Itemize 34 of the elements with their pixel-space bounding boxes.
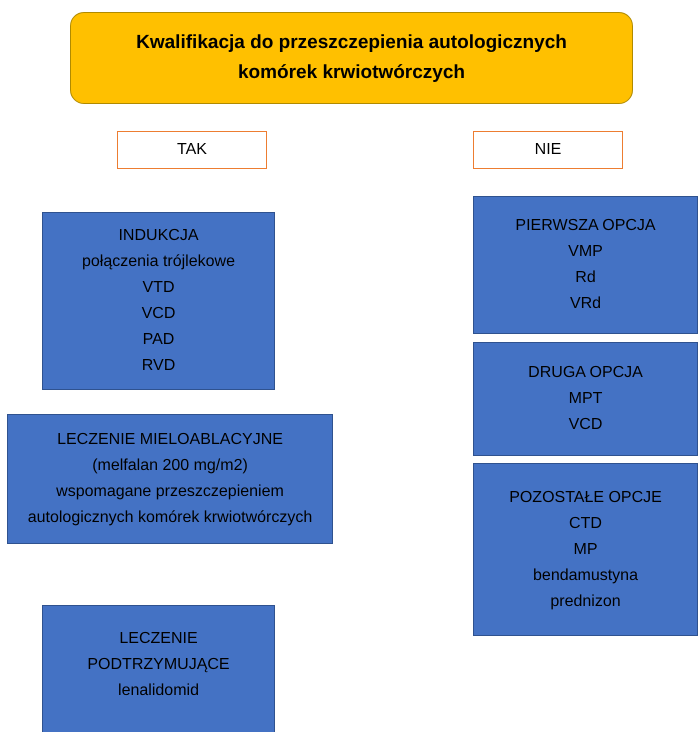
box-text: prednizon xyxy=(550,592,621,612)
box-heading: PIERWSZA OPCJA xyxy=(515,216,656,236)
title-text: Kwalifikacja do przeszczepienia autologicznych komórek krwiotwórczych xyxy=(135,31,568,85)
box-text: VTD xyxy=(142,278,174,298)
treatment-box xyxy=(473,342,698,456)
treatment-box xyxy=(473,196,698,334)
category-box xyxy=(117,131,267,169)
treatment-box xyxy=(42,212,275,390)
box-text: połączenia trójlekowe xyxy=(82,252,235,272)
box-text: VRd xyxy=(570,294,602,314)
box-text: VMP xyxy=(568,242,603,262)
box-text: MP xyxy=(574,540,598,560)
box-text: RVD xyxy=(142,356,176,376)
box-heading: INDUKCJA xyxy=(118,226,198,246)
category-label: TAK xyxy=(177,141,207,159)
box-text: (melfalan 200 mg/m2) xyxy=(92,456,248,476)
treatment-box xyxy=(7,414,333,544)
box-text: bendamustyna xyxy=(533,566,638,586)
category-box xyxy=(473,131,623,169)
box-text: PAD xyxy=(142,330,174,350)
box-text: wspomagane przeszczepieniem autologicznych komórek krwiotwórczych xyxy=(26,482,314,528)
box-text: Rd xyxy=(575,268,596,288)
category-label: NIE xyxy=(534,141,562,159)
treatment-box xyxy=(473,463,698,636)
box-text: lenalidomid xyxy=(118,681,199,701)
box-heading: LECZENIE MIELOABLACYJNE xyxy=(57,430,283,450)
box-heading: POZOSTAŁE OPCJE xyxy=(509,488,662,508)
title-box xyxy=(70,12,633,104)
box-text: MPT xyxy=(568,389,602,409)
box-text: VCD xyxy=(568,415,602,435)
box-text: CTD xyxy=(569,514,602,534)
box-heading: DRUGA OPCJA xyxy=(528,363,643,383)
treatment-box xyxy=(42,605,275,732)
box-text: VCD xyxy=(142,304,176,324)
